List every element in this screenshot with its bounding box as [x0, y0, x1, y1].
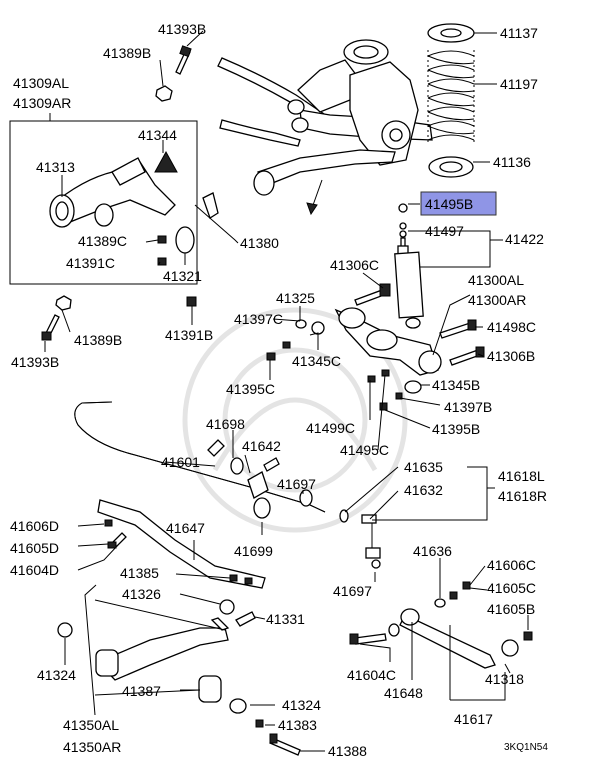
upper-arm-group: [9, 120, 198, 285]
label-41648[interactable]: 41648: [384, 685, 423, 701]
shock-absorber: [394, 203, 424, 329]
lower-arm-41300: [266, 283, 485, 411]
label-41325[interactable]: 41325: [276, 290, 315, 306]
lower-arm-41350: [57, 599, 301, 756]
label-41344[interactable]: 41344: [138, 127, 177, 143]
label-41618R[interactable]: 41618R: [498, 488, 547, 504]
label-41388[interactable]: 41388: [328, 743, 367, 759]
label-41345B[interactable]: 41345B: [432, 377, 480, 393]
label-41632[interactable]: 41632: [404, 482, 443, 498]
label-41331[interactable]: 41331: [266, 611, 305, 627]
label-41136[interactable]: 41136: [493, 154, 531, 170]
callout-labels: 41393B 41389B 41309AL 41309AR 41344 4131…: [10, 21, 548, 759]
label-41495C[interactable]: 41495C: [340, 442, 389, 458]
label-41617[interactable]: 41617: [454, 711, 493, 727]
label-41318[interactable]: 41318: [485, 671, 524, 687]
subframe-and-knuckle: [217, 39, 433, 216]
label-41604D[interactable]: 41604D: [10, 562, 59, 578]
label-41647[interactable]: 41647: [166, 520, 205, 536]
label-41391C[interactable]: 41391C: [66, 255, 115, 271]
label-41345C[interactable]: 41345C: [292, 353, 341, 369]
label-41604C[interactable]: 41604C: [347, 667, 396, 683]
upper-arm-fasteners: [41, 45, 219, 341]
label-41395B[interactable]: 41395B: [432, 421, 480, 437]
label-41498C[interactable]: 41498C: [487, 319, 536, 335]
label-41642[interactable]: 41642: [242, 438, 281, 454]
coil-spring-assembly: [427, 23, 475, 178]
label-41380[interactable]: 41380: [240, 235, 279, 251]
label-41605B[interactable]: 41605B: [487, 601, 535, 617]
label-41350AR[interactable]: 41350AR: [63, 739, 121, 755]
label-41385[interactable]: 41385: [120, 565, 159, 581]
label-41393B-bottom[interactable]: 41393B: [11, 354, 59, 370]
watermark-emblem: [182, 307, 408, 533]
label-41300AR[interactable]: 41300AR: [468, 292, 526, 308]
label-41324-left[interactable]: 41324: [37, 667, 76, 683]
label-41389B-bottom[interactable]: 41389B: [74, 332, 122, 348]
label-41309AL[interactable]: 41309AL: [13, 75, 69, 91]
label-41618L[interactable]: 41618L: [498, 468, 545, 484]
label-41605D[interactable]: 41605D: [10, 540, 59, 556]
stabilizer-link: [339, 509, 381, 569]
toe-link-41617: [349, 581, 533, 669]
label-41497[interactable]: 41497: [425, 223, 464, 239]
label-41389B-top[interactable]: 41389B: [103, 45, 151, 61]
label-41324-bottom[interactable]: 41324: [282, 697, 321, 713]
label-41605C[interactable]: 41605C: [487, 580, 536, 596]
label-41306B[interactable]: 41306B: [487, 348, 535, 364]
label-41397B[interactable]: 41397B: [444, 399, 492, 415]
label-41313[interactable]: 41313: [36, 159, 75, 175]
stabilizer-bar: [74, 401, 326, 519]
label-41697-bottom[interactable]: 41697: [333, 583, 372, 599]
label-41422[interactable]: 41422: [505, 231, 544, 247]
label-41309AR[interactable]: 41309AR: [13, 95, 71, 111]
label-41197[interactable]: 41197: [500, 76, 538, 92]
crossmember-41647: [97, 499, 266, 589]
label-41699[interactable]: 41699: [234, 543, 273, 559]
label-41395C[interactable]: 41395C: [226, 381, 275, 397]
label-41300AL[interactable]: 41300AL: [468, 272, 524, 288]
label-41606D[interactable]: 41606D: [10, 518, 59, 534]
label-41350AL[interactable]: 41350AL: [63, 717, 119, 733]
label-41306C[interactable]: 41306C: [330, 257, 379, 273]
diagram-code: 3KQ1N54: [504, 742, 548, 753]
label-41697-top[interactable]: 41697: [277, 476, 316, 492]
label-41387[interactable]: 41387: [122, 683, 161, 699]
label-41606C[interactable]: 41606C: [487, 557, 536, 573]
label-41393B[interactable]: 41393B: [158, 21, 206, 37]
label-41495B[interactable]: 41495B: [425, 196, 473, 212]
highlight-41495B: [420, 191, 497, 216]
label-41601[interactable]: 41601: [161, 454, 200, 470]
label-41636[interactable]: 41636: [413, 543, 452, 559]
label-41137[interactable]: 41137: [500, 25, 538, 41]
label-41389C[interactable]: 41389C: [78, 233, 127, 249]
label-41698[interactable]: 41698: [206, 416, 245, 432]
label-41397C[interactable]: 41397C: [234, 311, 283, 327]
label-41321[interactable]: 41321: [163, 268, 202, 284]
label-41391B[interactable]: 41391B: [165, 327, 213, 343]
label-41499C[interactable]: 41499C: [306, 420, 355, 436]
label-41326[interactable]: 41326: [122, 586, 161, 602]
leader-lines: [44, 30, 529, 752]
label-41383[interactable]: 41383: [278, 717, 317, 733]
label-41635[interactable]: 41635: [404, 459, 443, 475]
